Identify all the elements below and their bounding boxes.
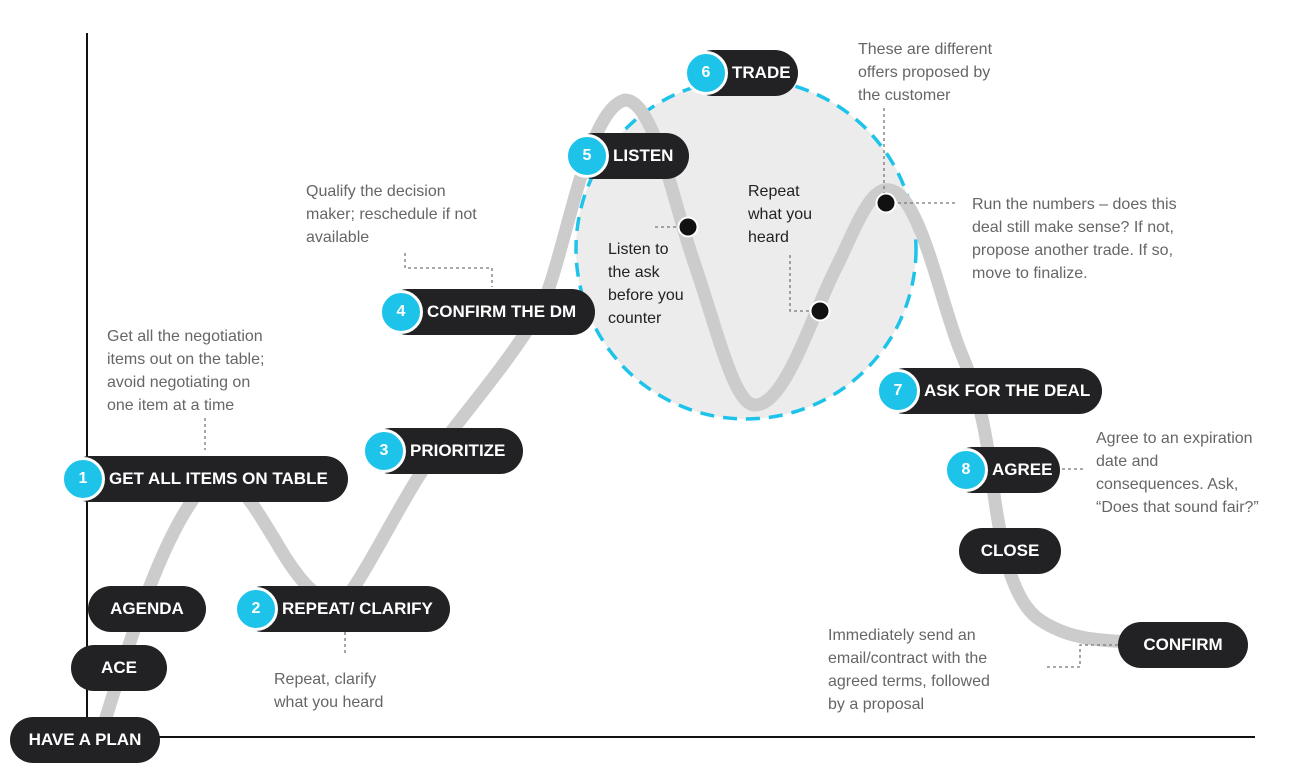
step-confirm: CONFIRM: [1118, 622, 1248, 668]
note-items: Get all the negotiation items out on the…: [107, 325, 264, 417]
step-7-ask-for-the-deal: 7 ASK FOR THE DEAL: [876, 368, 1102, 414]
note-line: available: [306, 229, 370, 246]
step-agenda: AGENDA: [88, 586, 206, 632]
note-repeat: Repeat, clarify what you heard: [274, 668, 383, 714]
step-7-badge: 7: [876, 369, 920, 413]
offers-point-marker: [875, 192, 897, 214]
note-numbers: Run the numbers – does this deal still m…: [972, 193, 1177, 285]
note-line: counter: [608, 310, 662, 327]
note-line: avoid negotiating on: [107, 374, 251, 391]
step-close-label: CLOSE: [980, 541, 1040, 560]
step-ace: ACE: [71, 645, 167, 691]
step-1-badge: 1: [61, 457, 105, 501]
step-ace-label: ACE: [101, 658, 137, 677]
note-line: the ask: [608, 264, 660, 281]
note-line: before you: [608, 287, 684, 304]
step-7-label: ASK FOR THE DEAL: [924, 381, 1091, 400]
step-3-label: PRIORITIZE: [410, 441, 506, 460]
leader-repeat-heard: [789, 255, 818, 312]
note-line: by a proposal: [828, 696, 925, 713]
note-line: the customer: [858, 87, 951, 104]
step-8-badge: 8: [944, 448, 988, 492]
step-8-agree: 8 AGREE: [944, 447, 1060, 493]
note-line: Get all the negotiation: [107, 328, 263, 345]
note-line: consequences. Ask,: [1096, 476, 1239, 493]
step-5-label: LISTEN: [613, 146, 674, 165]
step-agenda-label: AGENDA: [110, 599, 184, 618]
step-6-trade: 6 TRADE: [684, 50, 798, 96]
note-line: email/contract with the: [828, 650, 988, 667]
note-line: agreed terms, followed: [828, 673, 990, 690]
step-3-badge: 3: [362, 429, 406, 473]
step-5-listen: 5 LISTEN: [565, 133, 689, 179]
step-have-a-plan: HAVE A PLAN: [10, 717, 160, 763]
note-qualify: Qualify the decision maker; reschedule i…: [306, 180, 477, 249]
note-line: date and: [1096, 453, 1159, 470]
note-line: offers proposed by: [858, 64, 991, 81]
listen-point-marker: [677, 216, 699, 238]
step-have-a-plan-label: HAVE A PLAN: [28, 730, 142, 749]
note-repeat-heard: Repeat what you heard: [748, 180, 812, 249]
step-4-badge: 4: [379, 290, 423, 334]
note-line: Qualify the decision: [306, 183, 446, 200]
note-line: “Does that sound fair?”: [1096, 499, 1259, 516]
step-confirm-label: CONFIRM: [1143, 635, 1223, 654]
note-line: one item at a time: [107, 397, 235, 414]
step-2-badge: 2: [234, 587, 278, 631]
note-line: deal still make sense? If not,: [972, 219, 1174, 236]
step-5-badge: 5: [565, 134, 609, 178]
note-listen: Listen to the ask before you counter: [608, 238, 684, 330]
leader-qualify: [404, 253, 493, 287]
step-2-repeat-clarify: 2 REPEAT/ CLARIFY: [234, 586, 450, 632]
note-line: Run the numbers – does this: [972, 196, 1177, 213]
step-2-label: REPEAT/ CLARIFY: [282, 599, 433, 618]
note-line: These are different: [858, 41, 993, 58]
step-8-label: AGREE: [992, 460, 1053, 479]
step-4-label: CONFIRM THE DM: [427, 302, 577, 321]
note-line: items out on the table;: [107, 351, 265, 368]
note-line: propose another trade. If so,: [972, 242, 1174, 259]
note-line: what you heard: [274, 694, 384, 711]
step-6-label: TRADE: [732, 63, 791, 82]
note-line: heard: [748, 229, 789, 246]
note-line: Repeat: [748, 183, 800, 200]
step-3-prioritize: 3 PRIORITIZE: [362, 428, 523, 474]
note-expiration: Agree to an expiration date and conseque…: [1096, 427, 1259, 519]
note-line: Immediately send an: [828, 627, 976, 644]
repeat-point-marker: [809, 300, 831, 322]
step-4-confirm-the-dm: 4 CONFIRM THE DM: [379, 289, 595, 335]
note-line: what you: [748, 206, 813, 223]
note-line: Listen to: [608, 241, 669, 258]
step-1-label: GET ALL ITEMS ON TABLE: [109, 469, 328, 488]
step-6-badge: 6: [684, 51, 728, 95]
step-1-get-all-items: 1 GET ALL ITEMS ON TABLE: [61, 456, 348, 502]
note-line: move to finalize.: [972, 265, 1088, 282]
note-offers: These are different offers proposed by t…: [858, 38, 992, 107]
leader-send: [1047, 644, 1118, 668]
step-close: CLOSE: [959, 528, 1061, 574]
note-line: Agree to an expiration: [1096, 430, 1253, 447]
note-send: Immediately send an email/contract with …: [828, 624, 990, 716]
leader-lines: [204, 108, 1118, 668]
note-line: maker; reschedule if not: [306, 206, 477, 223]
note-line: Repeat, clarify: [274, 671, 377, 688]
